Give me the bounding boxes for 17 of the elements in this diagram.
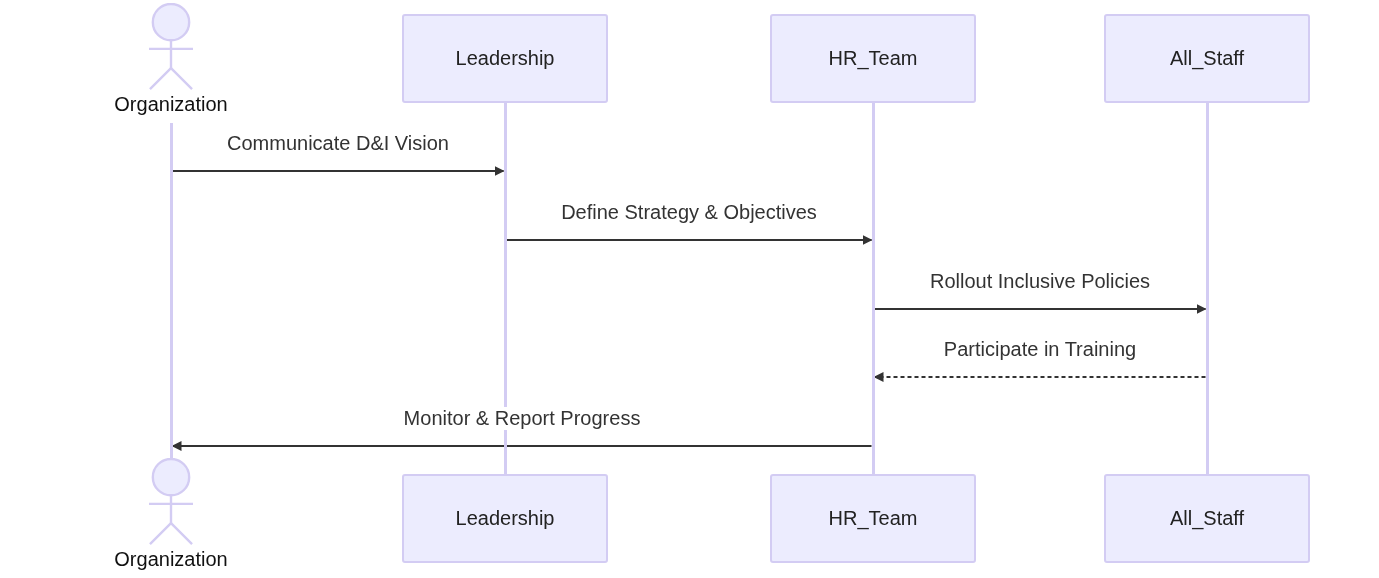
- lifeline: [1205, 103, 1209, 474]
- participant-box: HR_Team: [770, 14, 976, 103]
- actor-name: Organization: [113, 548, 229, 571]
- actor-name: Organization: [113, 93, 229, 116]
- message-arrow: [171, 166, 505, 176]
- message-arrow: [505, 235, 873, 245]
- participant-box: Leadership: [402, 474, 608, 563]
- participant-box: HR_Team: [770, 474, 976, 563]
- participant-box: All_Staff: [1104, 474, 1310, 563]
- participant-box: All_Staff: [1104, 14, 1310, 103]
- lifeline: [169, 123, 173, 458]
- lifeline: [871, 103, 875, 474]
- message-arrow: [873, 372, 1207, 382]
- message-arrow: [171, 441, 873, 451]
- message-arrow: [873, 304, 1207, 314]
- participant-box: Leadership: [402, 14, 608, 103]
- message-label: Define Strategy & Objectives: [559, 201, 819, 224]
